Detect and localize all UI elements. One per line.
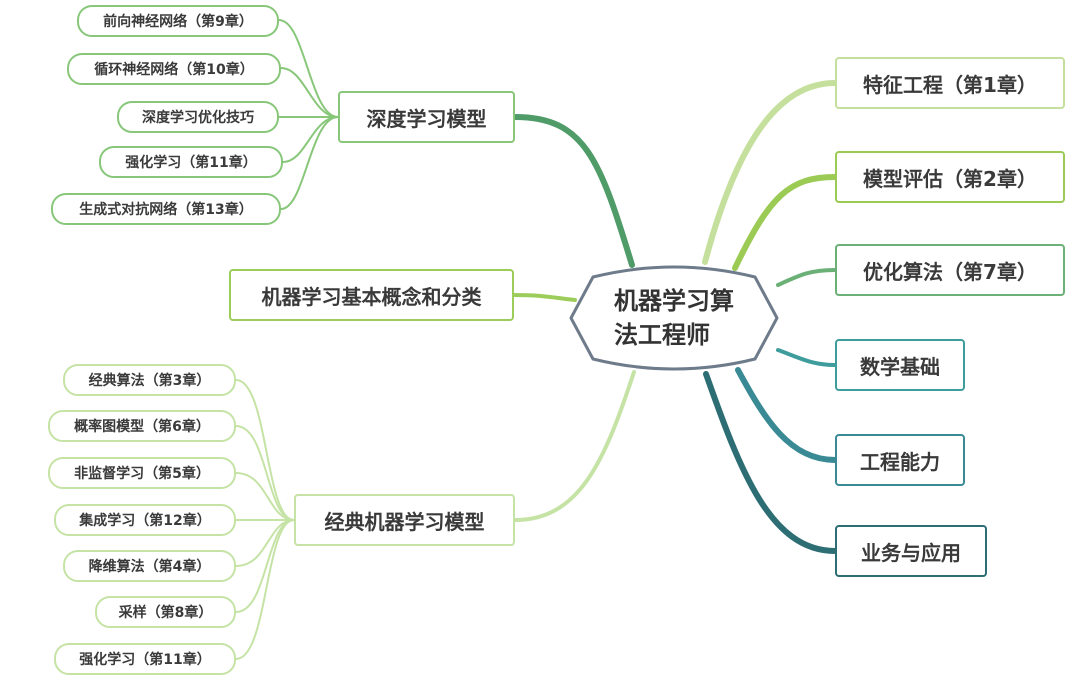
branch-deep-learning-models[interactable]: 深度学习模型: [338, 91, 515, 143]
branch-optimization[interactable]: 优化算法（第7章）: [835, 244, 1065, 296]
leaf-sampling[interactable]: 采样（第8章）: [95, 596, 236, 628]
leaf-reinforcement-classic[interactable]: 强化学习（第11章）: [54, 643, 236, 675]
branch-basics: [512, 293, 577, 302]
leaf-gan[interactable]: 生成式对抗网络（第13章）: [51, 193, 281, 225]
branch-classic-ml-models[interactable]: 经典机器学习模型: [294, 494, 515, 546]
central-topic[interactable]: 机器学习算 法工程师: [569, 259, 779, 377]
leaf-unsupervised[interactable]: 非监督学习（第5章）: [48, 457, 236, 489]
branch-engineering[interactable]: 工程能力: [835, 434, 965, 486]
branch-model-evaluation[interactable]: 模型评估（第2章）: [835, 151, 1065, 203]
leaf-feedforward-nn[interactable]: 前向神经网络（第9章）: [77, 5, 279, 37]
branch-deep: [512, 114, 635, 268]
branch-classic: [513, 370, 636, 522]
leaf-ensemble[interactable]: 集成学习（第12章）: [54, 504, 236, 536]
branch-math: [776, 348, 837, 367]
leaf-reinforcement-deep[interactable]: 强化学习（第11章）: [99, 146, 283, 178]
branch-biz: [703, 371, 838, 554]
leaf-classic-algorithms[interactable]: 经典算法（第3章）: [63, 364, 236, 396]
branch-math-foundations[interactable]: 数学基础: [835, 339, 965, 391]
central-topic-line-2: 法工程师: [614, 321, 710, 349]
leaf-graphical-models[interactable]: 概率图模型（第6章）: [48, 410, 236, 442]
branch-eval: [732, 174, 838, 271]
central-topic-shape: [569, 265, 779, 371]
branch-ml-basics[interactable]: 机器学习基本概念和分类: [229, 269, 514, 321]
deep-leaf-connectors: [278, 19, 339, 210]
leaf-dl-optimization[interactable]: 深度学习优化技巧: [117, 101, 279, 133]
leaf-recurrent-nn[interactable]: 循环神经网络（第10章）: [67, 53, 281, 85]
leaf-dim-reduction[interactable]: 降维算法（第4章）: [63, 550, 236, 582]
classic-leaf-connectors: [235, 379, 295, 660]
branch-feature-engineering[interactable]: 特征工程（第1章）: [835, 57, 1065, 109]
branch-business[interactable]: 业务与应用: [835, 525, 987, 577]
branch-feature: [702, 80, 838, 265]
central-topic-line-1: 机器学习算: [614, 287, 734, 315]
branch-eng: [735, 367, 838, 463]
central-topic-label: 机器学习算 法工程师: [569, 259, 779, 377]
branch-optim: [776, 268, 837, 287]
